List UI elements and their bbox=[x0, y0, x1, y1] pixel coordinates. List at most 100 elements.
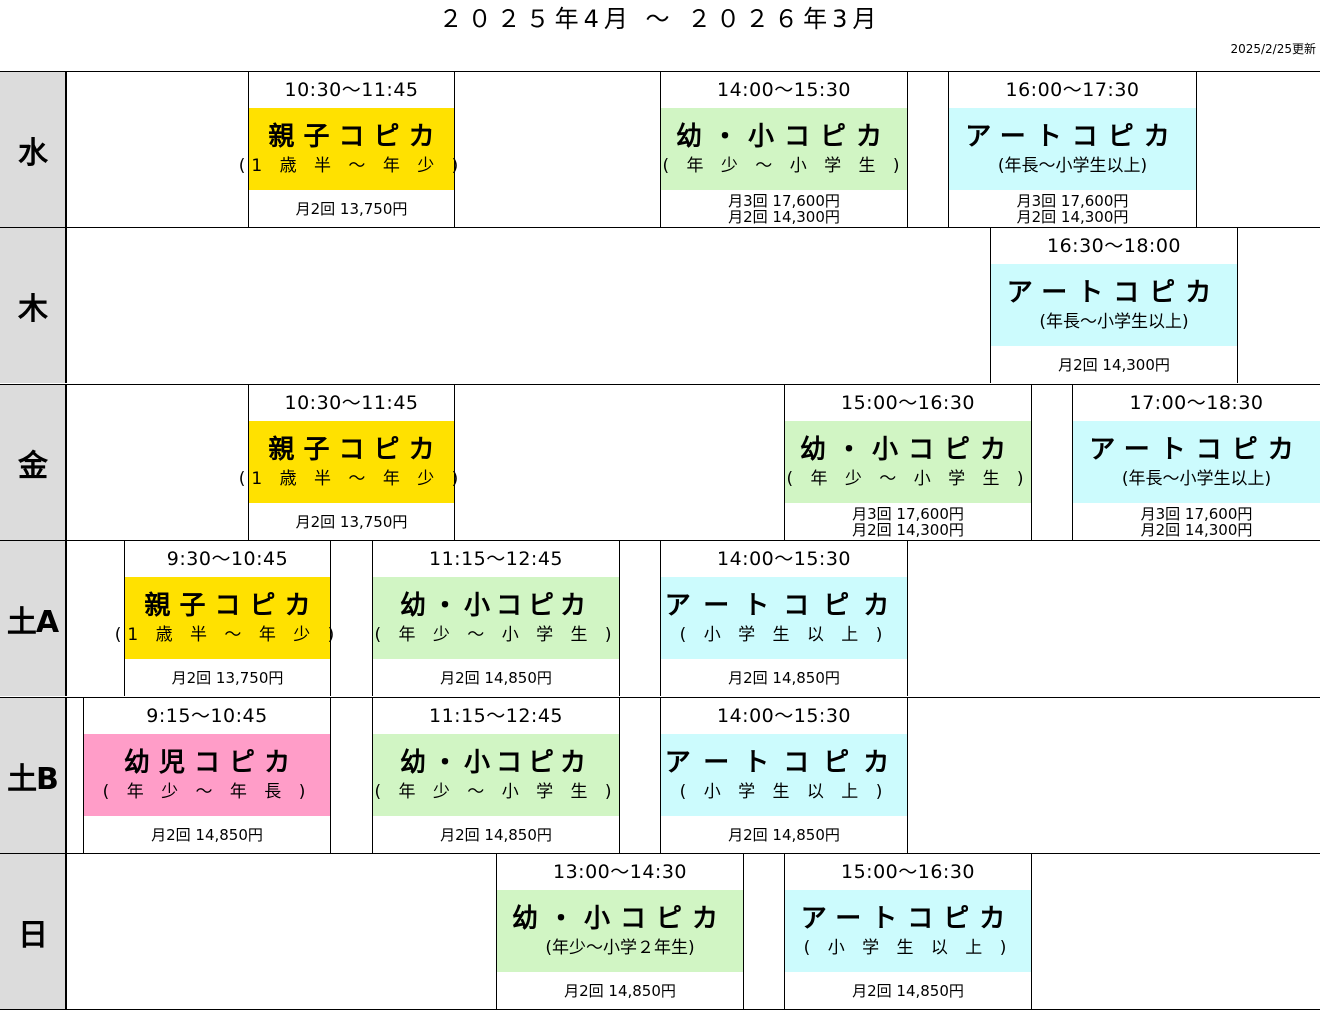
class-block: 15:00～16:30 アートコピカ ( 小 学 生 以 上 ) 月2回 14,… bbox=[784, 854, 1032, 1009]
price-line: 月3回 17,600円 bbox=[852, 504, 964, 523]
class-box: 幼・小コピカ ( 年 少 ～ 小 学 生 ) bbox=[661, 108, 907, 190]
class-name: アートコピカ bbox=[965, 122, 1180, 152]
class-box: 幼・小コピカ (年少～小学２年生) bbox=[497, 890, 743, 972]
class-price: 月2回 14,850円 bbox=[661, 659, 907, 696]
class-block: 14:00～15:30 アートコピカ ( 小 学 生 以 上 ) 月2回 14,… bbox=[660, 541, 908, 696]
class-time: 16:30～18:00 bbox=[1046, 235, 1181, 257]
price-line: 月2回 14,850円 bbox=[440, 668, 552, 687]
class-age: ( 小 学 生 以 上 ) bbox=[803, 938, 1013, 958]
class-name: アートコピカ bbox=[664, 748, 904, 778]
price-line: 月3回 17,600円 bbox=[1016, 191, 1129, 210]
class-block: 17:00～18:30 アートコピカ (年長～小学生以上) 月3回 17,600… bbox=[1072, 385, 1320, 540]
class-time: 11:15～12:45 bbox=[428, 548, 563, 570]
class-box: アートコピカ ( 小 学 生 以 上 ) bbox=[785, 890, 1031, 972]
class-time: 15:00～16:30 bbox=[840, 861, 975, 883]
class-block: 14:00～15:30 幼・小コピカ ( 年 少 ～ 小 学 生 ) 月3回 1… bbox=[660, 72, 908, 227]
class-name: 幼・小コピカ bbox=[399, 748, 592, 778]
schedule-row-thu: 木 16:30～18:00 アートコピカ (年長～小学生以上) 月2回 14,3… bbox=[0, 227, 1320, 383]
class-time: 14:00～15:30 bbox=[716, 79, 851, 101]
class-name: アートコピカ bbox=[1089, 435, 1304, 465]
price-line: 月2回 14,300円 bbox=[728, 207, 840, 226]
class-block: 11:15～12:45 幼・小コピカ ( 年 少 ～ 小 学 生 ) 月2回 1… bbox=[372, 698, 620, 853]
class-name: アートコピカ bbox=[664, 591, 904, 621]
class-price: 月2回 14,850円 bbox=[373, 816, 619, 853]
class-time: 13:00～14:30 bbox=[552, 861, 687, 883]
class-time: 10:30～11:45 bbox=[284, 392, 419, 414]
price-line: 月2回 14,300円 bbox=[1058, 355, 1170, 374]
class-price: 月2回 14,850円 bbox=[785, 972, 1031, 1009]
class-time: 11:15～12:45 bbox=[428, 705, 563, 727]
price-line: 月2回 14,850円 bbox=[564, 981, 676, 1000]
day-label: 木 bbox=[0, 228, 67, 383]
class-time: 16:00～17:30 bbox=[1005, 79, 1140, 101]
class-name: 親 子 コ ピ カ bbox=[268, 435, 435, 465]
class-name: 幼・小コピカ bbox=[675, 122, 892, 152]
class-name: アートコピカ bbox=[800, 904, 1016, 934]
class-box: 幼・小コピカ ( 年 少 ～ 小 学 生 ) bbox=[373, 734, 619, 816]
class-age: (年少～小学２年生) bbox=[545, 938, 695, 958]
class-age: (年長～小学生以上) bbox=[997, 156, 1148, 176]
class-block: 10:30～11:45 親 子 コ ピ カ (1 歳 半 ～ 年 少 ) 月2回… bbox=[239, 385, 458, 540]
class-price: 月2回 14,850円 bbox=[497, 972, 743, 1009]
price-line: 月2回 14,850円 bbox=[728, 668, 840, 687]
class-box: アートコピカ ( 小 学 生 以 上 ) bbox=[661, 577, 907, 659]
class-time: 15:00～16:30 bbox=[840, 392, 975, 414]
class-price: 月2回 14,300円 bbox=[991, 346, 1237, 383]
price-line: 月2回 14,300円 bbox=[1140, 520, 1253, 539]
updated-date: 2025/2/25更新 bbox=[1230, 42, 1316, 56]
class-price: 月2回 14,850円 bbox=[661, 816, 907, 853]
price-line: 月2回 14,850円 bbox=[151, 825, 263, 844]
day-label: 水 bbox=[0, 72, 67, 227]
class-age: ( 年 少 ～ 小 学 生 ) bbox=[786, 469, 1030, 489]
class-name: 幼・小コピカ bbox=[799, 435, 1016, 465]
price-line: 月2回 13,750円 bbox=[295, 512, 408, 531]
class-price: 月3回 17,600円 月2回 14,300円 bbox=[949, 190, 1196, 227]
class-block: 13:00～14:30 幼・小コピカ (年少～小学２年生) 月2回 14,850… bbox=[496, 854, 744, 1009]
class-block: 11:15～12:45 幼・小コピカ ( 年 少 ～ 小 学 生 ) 月2回 1… bbox=[372, 541, 620, 696]
class-box: 親 子 コ ピ カ (1 歳 半 ～ 年 少 ) bbox=[239, 108, 458, 190]
class-age: ( 年 少 ～ 年 長 ) bbox=[102, 782, 312, 802]
class-age: ( 年 少 ～ 小 学 生 ) bbox=[374, 625, 618, 645]
class-time: 9:30～10:45 bbox=[166, 548, 289, 570]
class-age: ( 小 学 生 以 上 ) bbox=[679, 625, 889, 645]
class-age: (1 歳 半 ～ 年 少 ) bbox=[238, 469, 465, 489]
class-block: 16:00～17:30 アートコピカ (年長～小学生以上) 月3回 17,600… bbox=[948, 72, 1197, 227]
schedule-row-sat-a: 土A 9:30～10:45 親 子 コ ピ カ (1 歳 半 ～ 年 少 ) 月… bbox=[0, 540, 1320, 696]
schedule-row-wed: 水 10:30～11:45 親 子 コ ピ カ (1 歳 半 ～ 年 少 ) 月… bbox=[0, 71, 1320, 227]
price-line: 月2回 14,300円 bbox=[1016, 207, 1129, 226]
page-title: ２０２５年4月 ～ ２０２６年3月 bbox=[438, 5, 882, 33]
class-age: (年長～小学生以上) bbox=[1039, 312, 1189, 332]
class-box: 幼・小コピカ ( 年 少 ～ 小 学 生 ) bbox=[785, 421, 1031, 503]
class-name: 幼・小コピカ bbox=[399, 591, 592, 621]
class-age: (年長～小学生以上) bbox=[1121, 469, 1272, 489]
class-age: ( 年 少 ～ 小 学 生 ) bbox=[662, 156, 906, 176]
class-time: 10:30～11:45 bbox=[284, 79, 419, 101]
day-label: 金 bbox=[0, 385, 67, 540]
schedule-row-fri: 金 10:30～11:45 親 子 コ ピ カ (1 歳 半 ～ 年 少 ) 月… bbox=[0, 384, 1320, 540]
price-line: 月2回 13,750円 bbox=[171, 668, 284, 687]
class-age: (1 歳 半 ～ 年 少 ) bbox=[114, 625, 341, 645]
price-line: 月3回 17,600円 bbox=[1140, 504, 1253, 523]
class-time: 14:00～15:30 bbox=[716, 705, 851, 727]
schedule-row-sun: 日 13:00～14:30 幼・小コピカ (年少～小学２年生) 月2回 14,8… bbox=[0, 853, 1320, 1010]
class-price: 月2回 14,850円 bbox=[373, 659, 619, 696]
class-price: 月3回 17,600円 月2回 14,300円 bbox=[1073, 503, 1320, 540]
class-box: アートコピカ (年長～小学生以上) bbox=[949, 108, 1196, 190]
price-line: 月2回 14,300円 bbox=[852, 520, 964, 539]
class-block: 14:00～15:30 アートコピカ ( 小 学 生 以 上 ) 月2回 14,… bbox=[660, 698, 908, 853]
class-age: ( 年 少 ～ 小 学 生 ) bbox=[374, 782, 618, 802]
class-box: アートコピカ (年長～小学生以上) bbox=[991, 264, 1237, 346]
class-price: 月2回 13,750円 bbox=[249, 503, 454, 540]
class-name: 親 子 コ ピ カ bbox=[144, 591, 311, 621]
class-box: アートコピカ ( 小 学 生 以 上 ) bbox=[661, 734, 907, 816]
class-price: 月2回 14,850円 bbox=[84, 816, 330, 853]
day-label: 土A bbox=[0, 541, 67, 696]
class-name: アートコピカ bbox=[1006, 278, 1222, 308]
class-price: 月3回 17,600円 月2回 14,300円 bbox=[785, 503, 1031, 540]
class-time: 14:00～15:30 bbox=[716, 548, 851, 570]
price-line: 月2回 14,850円 bbox=[852, 981, 964, 1000]
class-box: 幼 児 コ ピ カ ( 年 少 ～ 年 長 ) bbox=[84, 734, 330, 816]
class-price: 月3回 17,600円 月2回 14,300円 bbox=[661, 190, 907, 227]
price-line: 月3回 17,600円 bbox=[728, 191, 840, 210]
class-block: 9:30～10:45 親 子 コ ピ カ (1 歳 半 ～ 年 少 ) 月2回 … bbox=[115, 541, 334, 696]
